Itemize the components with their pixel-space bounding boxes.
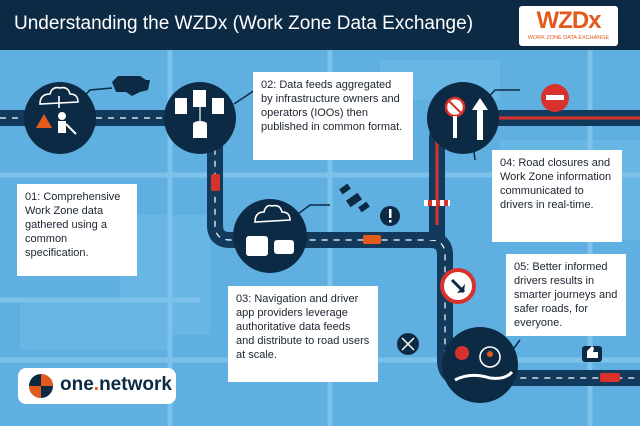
car-icon [211, 174, 220, 191]
step2-icon [164, 82, 236, 154]
step-5-card: 05: Better informed drivers results in s… [506, 254, 626, 336]
satellite-icon [339, 183, 370, 213]
thumbs-up-icon [582, 346, 602, 362]
turn-sign-icon [440, 268, 476, 304]
map-block [20, 300, 170, 350]
map-pin-icon [397, 333, 419, 355]
one-network-logo: one.network [18, 368, 176, 404]
step4-icon [427, 82, 499, 154]
brand-name-main: one [60, 374, 94, 395]
one-network-mark-icon [29, 374, 53, 398]
wzdx-logo: WZDx WORK ZONE DATA EXCHANGE [519, 6, 618, 46]
brand-name-suffix: network [99, 374, 172, 395]
car-icon [600, 373, 620, 382]
usa-map-icon [112, 76, 150, 96]
header-bar: Understanding the WZDx (Work Zone Data E… [0, 0, 640, 50]
logo-tagline: WORK ZONE DATA EXCHANGE [527, 35, 610, 41]
page-title: Understanding the WZDx (Work Zone Data E… [14, 13, 474, 34]
step-4-card: 04: Road closures and Work Zone informat… [492, 150, 622, 242]
logo-wordmark: WZDx [536, 7, 602, 34]
brand-name: one.network [60, 374, 172, 396]
barrier-icon [424, 200, 450, 206]
step1-icon [24, 82, 96, 154]
step-2-card: 02: Data feeds aggregated by infrastruct… [253, 72, 413, 160]
car-icon [363, 235, 381, 244]
warning-icon [380, 206, 400, 226]
step3-icon [233, 199, 307, 273]
step-3-card: 03: Navigation and driver app providers … [228, 286, 378, 382]
step5-icon [442, 327, 518, 403]
step-1-card: 01: Comprehensive Work Zone data gathere… [17, 184, 137, 276]
brand-dot: . [93, 374, 100, 395]
no-entry-sign-icon [541, 84, 569, 112]
